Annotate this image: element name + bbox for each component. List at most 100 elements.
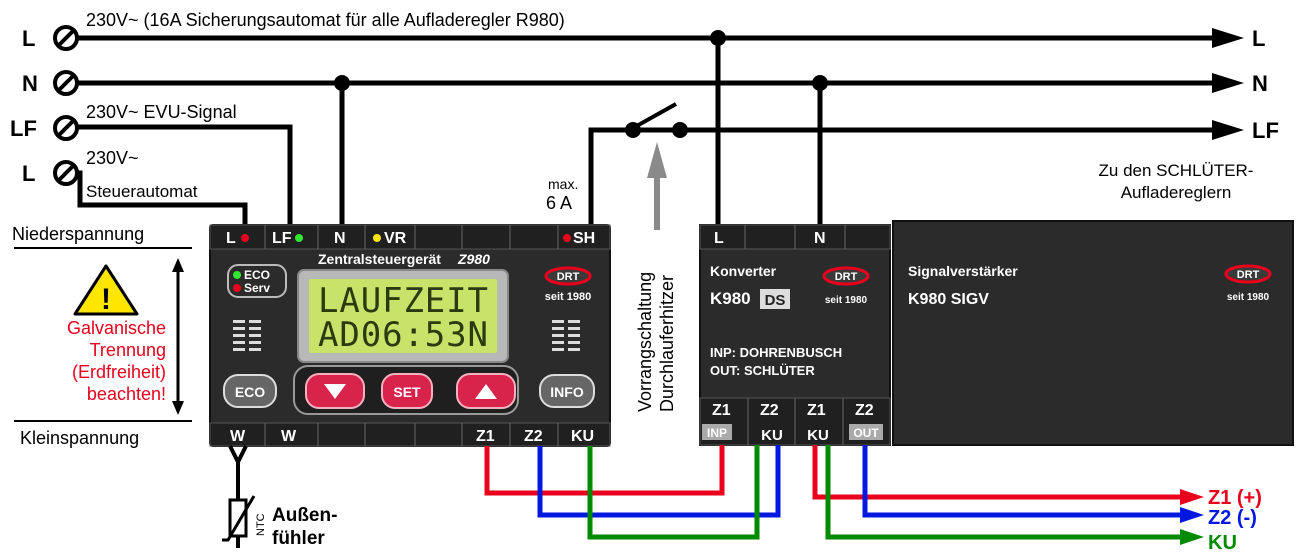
terminal-label-l: L bbox=[22, 26, 35, 51]
speaker-grille-left bbox=[233, 320, 261, 351]
output-z1-label: Z1 (+) bbox=[1208, 487, 1262, 509]
screw-terminals bbox=[53, 25, 79, 186]
k980-sigv-title: Signalverstärker bbox=[908, 263, 1018, 279]
wire-ku-out bbox=[825, 445, 1190, 540]
ds-badge-label: DS bbox=[765, 292, 786, 309]
destination-line-2: Aufladereglern bbox=[1121, 183, 1232, 202]
k980-ds-top-terminal: N bbox=[814, 230, 826, 247]
junction-dot bbox=[812, 75, 828, 91]
k980-ds-input-label: INP: DOHRENBUSCH bbox=[710, 345, 842, 360]
arrow-z1 bbox=[1180, 489, 1204, 505]
lcd-line-1: LAUFZEIT bbox=[318, 281, 488, 321]
priority-label-1: Vorrangschaltung bbox=[635, 272, 655, 412]
svg-text:seit 1980: seit 1980 bbox=[1227, 292, 1270, 303]
screw-terminal-icon bbox=[53, 70, 79, 96]
ntc-label: NTC bbox=[255, 513, 267, 536]
signal-wires bbox=[484, 445, 1190, 540]
z980-title: Zentralsteuergerät bbox=[318, 251, 441, 267]
serv-led bbox=[233, 284, 241, 292]
screw-terminal-icon bbox=[53, 115, 79, 141]
output-ku-label: KU bbox=[1208, 532, 1237, 553]
info-button-label: INFO bbox=[550, 384, 584, 400]
k980-ds-model: K980 bbox=[710, 289, 751, 308]
k980-ds-top-terminal: L bbox=[714, 230, 724, 247]
sensor-label-1: Außen- bbox=[272, 505, 337, 526]
lcd-screen bbox=[309, 279, 497, 353]
out-label-n: N bbox=[1252, 71, 1268, 96]
l-control-voltage: 230V~ bbox=[86, 148, 139, 168]
k980-ds-io-badges: INP KU KU OUT bbox=[702, 424, 883, 444]
up-triangle-icon bbox=[475, 384, 497, 399]
eco-led bbox=[233, 271, 241, 279]
wire-z1-out bbox=[812, 445, 1190, 500]
svg-text:OUT: OUT bbox=[853, 426, 879, 440]
l-control-note: Steuerautomat bbox=[86, 182, 198, 201]
status-led-panel bbox=[227, 264, 287, 298]
terminal-labels: L N LF L L N LF bbox=[10, 26, 1279, 186]
z980-bottom-terminal: Z1 bbox=[476, 428, 495, 445]
down-button[interactable] bbox=[305, 373, 365, 409]
z980-bottom-terminal: W bbox=[230, 428, 246, 445]
wire-ku-green bbox=[587, 445, 760, 540]
info-button[interactable]: INFO bbox=[539, 374, 595, 408]
k980-ds-title: Konverter bbox=[710, 263, 777, 279]
arrow-z2 bbox=[1180, 507, 1204, 523]
svg-text:DRT: DRT bbox=[835, 271, 858, 283]
junction-dots bbox=[334, 30, 828, 138]
svg-text:KU: KU bbox=[807, 427, 829, 444]
z980-top-terminal: LF bbox=[272, 230, 292, 247]
max-current-value: 6 A bbox=[546, 193, 572, 213]
k980-ds-device: L N Konverter K980 DS DRT seit 1980 INP:… bbox=[699, 224, 891, 446]
svg-text:seit 1980: seit 1980 bbox=[545, 291, 591, 303]
wire-z2-out bbox=[862, 445, 1190, 518]
svg-text:KU: KU bbox=[761, 427, 783, 444]
warning-line-4: beachten! bbox=[87, 384, 166, 404]
drt-logo: DRT seit 1980 bbox=[1224, 264, 1272, 303]
k980-ds-bottom-terminal: Z1 bbox=[712, 402, 731, 419]
warning-icon: ! bbox=[73, 264, 139, 316]
lcd-line-2: AD06:53N bbox=[318, 315, 488, 355]
up-button[interactable] bbox=[456, 373, 516, 409]
svg-text:!: ! bbox=[101, 283, 111, 316]
set-button[interactable]: SET bbox=[381, 373, 433, 409]
wire-lf-input bbox=[78, 124, 293, 225]
wire-l-control bbox=[77, 170, 248, 225]
set-button-label: SET bbox=[393, 384, 421, 400]
sensor-label-2: fühler bbox=[272, 528, 325, 549]
destination-line-1: Zu den SCHLÜTER- bbox=[1099, 161, 1254, 180]
bus-lines bbox=[78, 35, 1220, 133]
switch-blade bbox=[632, 102, 677, 130]
priority-label-2: Durchlauferhitzer bbox=[657, 275, 677, 412]
out-label-lf: LF bbox=[1252, 118, 1279, 143]
l-supply-note: 230V~ (16A Sicherungsautomat für alle Au… bbox=[86, 10, 565, 30]
z980-bottom-terminal: KU bbox=[571, 428, 594, 445]
eco-button[interactable]: ECO bbox=[223, 374, 277, 408]
z980-bottom-terminal: Z2 bbox=[524, 428, 543, 445]
svg-text:seit 1980: seit 1980 bbox=[825, 295, 868, 306]
output-z2-label: Z2 (-) bbox=[1208, 507, 1257, 529]
k980-sigv-device: Signalverstärker K980 SIGV DRT seit 1980 bbox=[892, 220, 1294, 446]
ds-badge bbox=[760, 289, 790, 309]
terminal-label-n: N bbox=[22, 71, 38, 96]
low-voltage-label: Niederspannung bbox=[12, 224, 144, 244]
max-current-label: max. bbox=[548, 176, 578, 192]
terminal-label-lf: LF bbox=[10, 116, 37, 141]
eco-led-label: ECO bbox=[244, 268, 270, 282]
z980-top-terminal: SH bbox=[573, 230, 595, 247]
z980-top-terminal: L bbox=[226, 230, 236, 247]
down-triangle-icon bbox=[324, 384, 346, 399]
k980-ds-bottom-terminal: Z2 bbox=[855, 402, 874, 419]
drt-logo: DRT seit 1980 bbox=[822, 266, 870, 306]
extra-low-voltage-label: Kleinspannung bbox=[20, 428, 139, 448]
junction-dot bbox=[334, 75, 350, 91]
out-label-l: L bbox=[1252, 26, 1265, 51]
terminal-label-l-control: L bbox=[22, 161, 35, 186]
k980-ds-bottom-terminal: Z2 bbox=[760, 402, 779, 419]
wire-z1-red bbox=[484, 445, 725, 496]
up-arrow-icon bbox=[172, 258, 184, 272]
serv-led-label: Serv bbox=[244, 281, 270, 295]
arrow-l bbox=[1212, 28, 1244, 48]
screw-terminal-icon bbox=[53, 25, 79, 51]
warning-line-2: Trennung bbox=[90, 340, 166, 360]
